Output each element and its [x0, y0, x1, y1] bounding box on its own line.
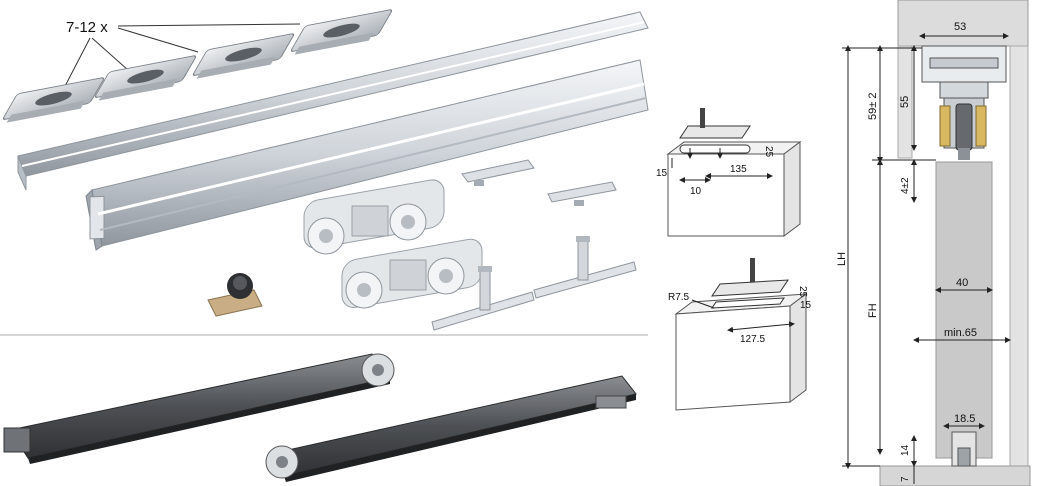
dim-label-14: 14: [900, 444, 911, 456]
section-panel: 53 59± 2 55 4±2 LH FH 40 min.65 18.5 14 …: [836, 0, 1031, 486]
dim-label-r75: R7.5: [668, 292, 690, 303]
dim-label-25-bottom: 25: [797, 286, 808, 298]
dim-label-135: 135: [730, 164, 747, 175]
dim-label-185: 18.5: [954, 413, 975, 425]
upper-rail: [17, 11, 649, 191]
roller-carriage: [341, 238, 483, 309]
wall-right: [1009, 45, 1029, 467]
kit-panel: 7-12 x: [0, 9, 649, 482]
door-bottom-detail: R7.5 127.5 25 15: [668, 258, 812, 411]
installation-panel: 15 10 135 25 R7.5 127.5 25 15: [656, 108, 812, 411]
hanger-bolt: [533, 236, 637, 299]
quantity-label: 7-12 x: [66, 19, 108, 36]
dim-label-15: 15: [656, 168, 668, 179]
door-top-detail: 15 10 135 25: [656, 108, 802, 237]
soft-close-damper: [3, 353, 395, 464]
end-stops: [461, 159, 617, 206]
dim-label-7: 7: [900, 476, 911, 482]
dim-label-15-bottom: 15: [800, 300, 812, 311]
track-rail: [85, 59, 649, 251]
dim-label-4: 4±2: [900, 177, 911, 194]
floor-guide: [207, 273, 263, 317]
floor: [879, 465, 1031, 486]
quantity-leaders: [61, 23, 301, 93]
section-floor-guide: [951, 431, 977, 467]
dim-label-59: 59± 2: [867, 93, 879, 120]
door-panel: [935, 161, 993, 459]
dim-label-55: 55: [899, 96, 911, 108]
mounting-clip: [290, 9, 393, 55]
dim-label-40: 40: [956, 277, 968, 289]
dim-label-53: 53: [954, 21, 966, 33]
section-dimension-lines: [842, 33, 1011, 484]
hanger-bolt: [431, 266, 535, 331]
dim-label-25-top: 25: [763, 146, 774, 158]
mounting-clips: [2, 9, 393, 123]
dim-label-1275: 127.5: [740, 334, 765, 345]
mounting-clip: [192, 33, 295, 79]
soft-close-damper: [265, 375, 637, 482]
dim-label-lh: LH: [836, 252, 848, 266]
track-profile: [921, 45, 1007, 160]
mounting-clip: [2, 77, 105, 123]
dim-label-10: 10: [690, 186, 702, 197]
mounting-clip: [94, 55, 197, 101]
roller-carriage: [303, 179, 445, 255]
dim-label-fh: FH: [867, 303, 879, 318]
dim-label-min65: min.65: [944, 327, 977, 339]
